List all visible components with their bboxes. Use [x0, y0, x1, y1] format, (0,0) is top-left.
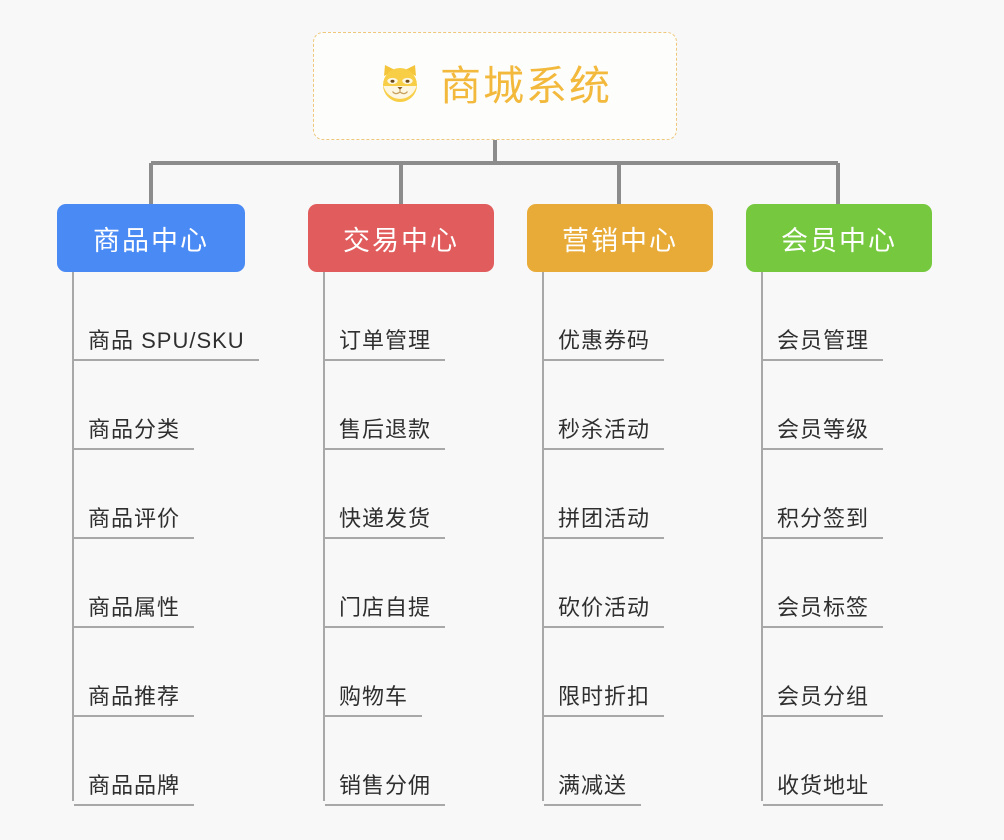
list-item[interactable]: 满减送 [544, 717, 664, 806]
list-item[interactable]: 商品属性 [74, 539, 259, 628]
leaf-label: 快递发货 [325, 506, 446, 539]
list-item[interactable]: 商品分类 [74, 361, 259, 450]
leaf-label: 商品推荐 [74, 684, 195, 717]
list-item[interactable]: 快递发货 [325, 450, 446, 539]
list-item[interactable]: 会员等级 [763, 361, 884, 450]
leaf-label: 拼团活动 [544, 506, 665, 539]
list-item[interactable]: 销售分佣 [325, 717, 446, 806]
branch-营销中心: 营销中心 [527, 204, 713, 272]
leaf-list-2: 订单管理 售后退款 快递发货 门店自提 购物车 销售分佣 [325, 272, 446, 806]
category-label-2: 交易中心 [343, 225, 459, 256]
leaf-label: 优惠券码 [544, 328, 665, 361]
branch-交易中心: 交易中心 [308, 204, 494, 272]
leaf-label: 商品属性 [74, 595, 195, 628]
leaf-list-4: 会员管理 会员等级 积分签到 会员标签 会员分组 收货地址 [763, 272, 884, 806]
category-box-4[interactable]: 会员中心 [746, 204, 932, 272]
leaf-label: 售后退款 [325, 417, 446, 450]
list-item[interactable]: 售后退款 [325, 361, 446, 450]
list-item[interactable]: 商品评价 [74, 450, 259, 539]
list-item[interactable]: 订单管理 [325, 272, 446, 361]
list-item[interactable]: 会员标签 [763, 539, 884, 628]
leaf-label: 限时折扣 [544, 684, 665, 717]
leaf-label: 商品品牌 [74, 773, 195, 806]
branch-商品中心: 商品中心 [57, 204, 245, 272]
list-item[interactable]: 限时折扣 [544, 628, 665, 717]
branch-会员中心: 会员中心 [746, 204, 932, 272]
leaf-label: 销售分佣 [325, 773, 446, 806]
list-item[interactable]: 会员管理 [763, 272, 884, 361]
leaf-label: 门店自提 [325, 595, 446, 628]
leaf-label: 会员标签 [763, 595, 884, 628]
leaf-spine-2 [323, 272, 325, 801]
leaf-spine-4 [761, 272, 763, 801]
leaf-label: 会员分组 [763, 684, 884, 717]
list-item[interactable]: 门店自提 [325, 539, 446, 628]
leaf-list-3: 优惠券码 秒杀活动 拼团活动 砍价活动 限时折扣 满减送 [544, 272, 665, 806]
leaf-label: 收货地址 [763, 773, 884, 806]
list-item[interactable]: 购物车 [325, 628, 445, 717]
leaf-spine-1 [72, 272, 74, 801]
category-box-2[interactable]: 交易中心 [308, 204, 494, 272]
leaf-label: 积分签到 [763, 506, 884, 539]
leaf-label: 商品 SPU/SKU [74, 328, 259, 361]
leaf-label: 商品分类 [74, 417, 195, 450]
list-item[interactable]: 砍价活动 [544, 539, 665, 628]
leaf-list-1: 商品 SPU/SKU 商品分类 商品评价 商品属性 商品推荐 商品品牌 [74, 272, 259, 806]
category-label-1: 商品中心 [93, 225, 209, 256]
leaf-label: 购物车 [325, 684, 423, 717]
leaf-label: 秒杀活动 [544, 417, 665, 450]
leaf-label: 订单管理 [325, 328, 446, 361]
list-item[interactable]: 秒杀活动 [544, 361, 665, 450]
category-label-4: 会员中心 [781, 225, 897, 256]
leaf-label: 满减送 [544, 773, 642, 806]
list-item[interactable]: 积分签到 [763, 450, 884, 539]
list-item[interactable]: 商品品牌 [74, 717, 259, 806]
list-item[interactable]: 收货地址 [763, 717, 884, 806]
category-label-3: 营销中心 [562, 225, 678, 256]
list-item[interactable]: 拼团活动 [544, 450, 665, 539]
leaf-label: 会员管理 [763, 328, 884, 361]
list-item[interactable]: 会员分组 [763, 628, 884, 717]
shiba-dog-face-icon [378, 62, 426, 110]
list-item[interactable]: 优惠券码 [544, 272, 665, 361]
leaf-label: 砍价活动 [544, 595, 665, 628]
list-item[interactable]: 商品 SPU/SKU [74, 272, 259, 361]
list-item[interactable]: 商品推荐 [74, 628, 259, 717]
leaf-spine-3 [542, 272, 544, 801]
leaf-label: 商品评价 [74, 506, 195, 539]
category-box-1[interactable]: 商品中心 [57, 204, 245, 272]
root-title: 商城系统 [440, 62, 612, 109]
category-box-3[interactable]: 营销中心 [527, 204, 713, 272]
leaf-label: 会员等级 [763, 417, 884, 450]
root-node[interactable]: 商城系统 [313, 32, 677, 140]
